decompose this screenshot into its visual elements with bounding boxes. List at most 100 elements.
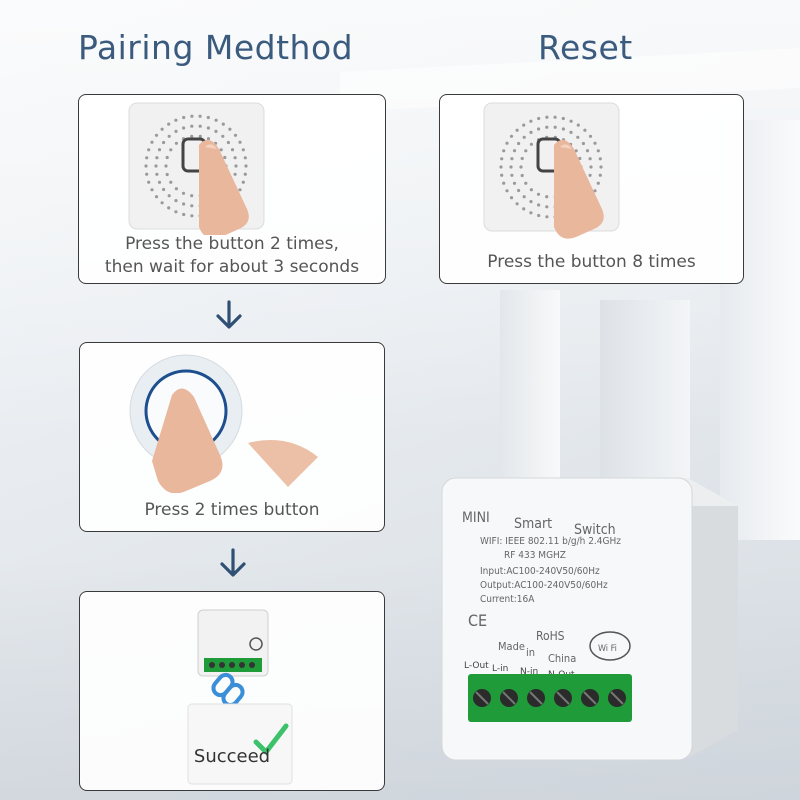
speaker-dot — [599, 165, 603, 169]
ce-mark: CE — [468, 611, 487, 630]
arrow-down-icon — [216, 300, 242, 329]
speaker-dot — [545, 115, 549, 119]
speaker-dot — [537, 116, 541, 121]
speaker-dot — [522, 207, 526, 211]
speaker-dot — [145, 172, 149, 176]
speaker-dot — [529, 211, 533, 215]
speaker-dot — [190, 134, 194, 138]
speaker-dot — [160, 201, 164, 205]
speaker-dot — [182, 126, 186, 130]
made-in-china-1: Made — [498, 640, 525, 653]
speaker-dot — [162, 187, 166, 192]
speaker-dot — [238, 140, 242, 144]
speaker-dot — [500, 157, 504, 161]
speaker-dot — [182, 212, 186, 217]
speaker-dot — [588, 134, 593, 138]
succeed-caption: Succeed — [193, 746, 271, 767]
terminal-screw-slot — [610, 691, 624, 705]
speaker-dot — [174, 129, 178, 133]
speaker-dot — [596, 149, 600, 153]
made-in-china-2: in — [526, 646, 535, 659]
speaker-dot — [545, 125, 549, 129]
product-spec-wifi: WIFI: IEEE 802.11 b/g/h 2.4GHz — [480, 536, 621, 547]
rohs-mark: RoHS — [536, 629, 565, 643]
speaker-dot — [581, 141, 585, 146]
speaker-dot — [524, 149, 528, 153]
terminal-screw-slot — [583, 691, 597, 705]
speaker-dot — [198, 114, 202, 118]
reset-step-card: Press the button 8 times — [439, 94, 744, 284]
speaker-dot — [190, 124, 194, 128]
speaker-dot — [167, 206, 171, 210]
speaker-dot — [502, 181, 506, 185]
switch-button-press-image — [483, 102, 620, 239]
speaker-dot — [574, 149, 578, 153]
speaker-dot — [512, 181, 517, 185]
speaker-dot — [536, 192, 541, 196]
speaker-dot — [529, 119, 533, 123]
speaker-dot — [588, 157, 592, 161]
speaker-dot — [145, 156, 149, 160]
speaker-dot — [499, 165, 503, 169]
speaker-dot — [165, 172, 169, 177]
speaker-dot — [147, 148, 151, 152]
terminal-label: L-Out — [464, 661, 489, 671]
speaker-dot — [243, 172, 247, 176]
reset-heading: Reset — [538, 28, 633, 67]
speaker-dot — [500, 173, 504, 177]
pairing-heading: Pairing Medthod — [78, 28, 354, 67]
speaker-dot — [517, 188, 521, 193]
speaker-dot — [221, 134, 225, 138]
speaker-dot — [515, 128, 519, 132]
speaker-dot — [157, 180, 162, 184]
wifi-logo-icon: Wi Fi — [589, 631, 631, 661]
speaker-dot — [226, 140, 230, 145]
terminal-screw-slot — [556, 691, 570, 705]
speaker-dot — [598, 157, 602, 161]
speaker-dot — [233, 156, 237, 160]
speaker-dot — [169, 148, 173, 152]
speaker-dot — [198, 124, 202, 128]
speaker-dot — [219, 148, 223, 152]
speaker-dot — [509, 134, 514, 138]
speaker-dot — [241, 180, 245, 184]
speaker-dot — [578, 156, 582, 161]
speaker-dot — [167, 194, 171, 198]
speaker-dot — [537, 203, 541, 207]
speaker-dot — [169, 180, 173, 184]
product-name-mini: MINI — [462, 510, 490, 526]
speaker-dot — [520, 173, 524, 178]
speaker-dot — [505, 141, 509, 145]
speaker-dot — [157, 148, 162, 152]
terminal-screw-slot — [529, 691, 543, 705]
speaker-dot — [593, 141, 597, 145]
speaker-dot — [502, 149, 506, 153]
speaker-dot — [583, 128, 587, 132]
speaker-dot — [509, 165, 513, 169]
speaker-dot — [515, 202, 519, 206]
speaker-dot — [529, 200, 533, 204]
wireless-button-press-image — [129, 354, 318, 493]
speaker-dot — [206, 115, 210, 120]
speaker-dot — [561, 116, 565, 121]
terminal-screw-slot — [502, 691, 516, 705]
speaker-dot — [234, 164, 238, 168]
speaker-dot — [155, 156, 159, 160]
speaker-dot — [174, 199, 178, 203]
product-spec-input: Input:AC100-240V50/60Hz — [480, 566, 600, 577]
terminal-screw-slot — [475, 691, 489, 705]
speaker-dot — [228, 127, 232, 131]
caption-line-2: then wait for about 3 seconds — [104, 257, 360, 277]
speaker-dot — [576, 135, 580, 139]
speaker-dot — [569, 119, 573, 123]
speaker-dot — [520, 156, 524, 161]
switch-button-press-image — [128, 102, 265, 235]
speaker-dot — [524, 181, 528, 185]
speaker-dot — [596, 181, 600, 185]
speaker-dot — [519, 165, 523, 169]
mini-smart-switch-product: MINI Smart Switch WIFI: IEEE 802.11 b/g/… — [441, 477, 738, 761]
speaker-dot — [553, 125, 557, 129]
speaker-dot — [545, 195, 549, 199]
speaker-dot — [164, 164, 168, 168]
speaker-dot — [154, 133, 159, 137]
